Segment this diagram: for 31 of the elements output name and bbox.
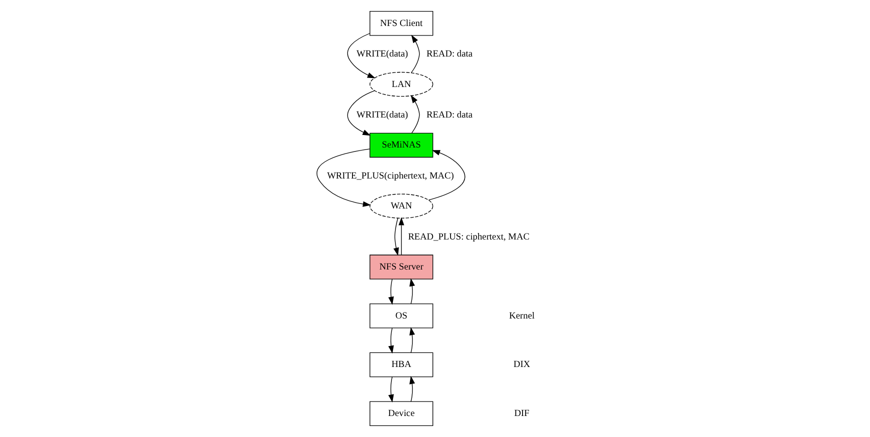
arrow [428,150,466,200]
arrow [409,278,415,304]
arrow [347,90,375,136]
node-box: OS [370,304,434,328]
arrow [409,376,415,402]
label: DIF [514,409,530,420]
node-box: NFS Client [370,11,434,36]
arrow [398,217,404,256]
arrow [393,218,399,256]
label: Kernel [509,311,535,322]
arrow [409,327,415,354]
node-ellipse: WAN [370,194,434,218]
edge-label: READ_PLUS: ciphertext, MAC [408,232,530,242]
arrow [388,278,394,305]
arrow [316,148,371,207]
arrow [347,33,376,78]
node-box: NFS Server [370,254,434,280]
edge-label: WRITE(data) [356,110,408,121]
arrow [410,95,420,134]
edge-label: READ: data [426,50,472,60]
node-box: SeMiNAS [370,132,434,158]
arrow [410,34,420,74]
arrow [388,328,394,354]
node-box: Device [370,401,434,426]
node-box: HBA [370,352,434,378]
node-ellipse: LAN [370,72,434,97]
arrow [388,376,394,403]
edge-label: WRITE(data) [356,50,408,60]
edge-label: READ: data [426,110,472,121]
label: DIX [514,360,530,370]
edge-label: WRITE_PLUS(ciphertext, MAC) [327,171,454,182]
